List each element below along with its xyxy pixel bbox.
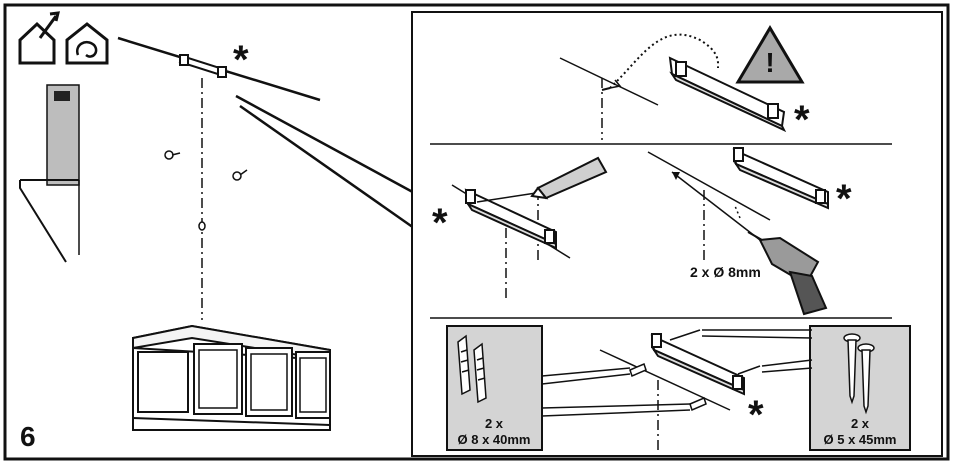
- asterisk-panel-4: *: [748, 393, 764, 437]
- recirculation-house-icon: [65, 22, 109, 65]
- bracket-mark: [464, 188, 557, 250]
- wall-plug-icon: [457, 334, 487, 404]
- wall-hole: [198, 221, 206, 231]
- section-mark-point: [559, 33, 787, 140]
- section-fixing: [541, 329, 813, 450]
- asterisk-left: *: [233, 38, 249, 82]
- asterisk-panel-3: *: [836, 177, 852, 221]
- step-number: 6: [20, 421, 36, 452]
- ducted-house-icon: [18, 11, 60, 65]
- warning-triangle-icon: [735, 25, 805, 84]
- zoom-line-bottom: [239, 104, 415, 230]
- wall-screw-left: [164, 150, 181, 160]
- drill-label: 2 x Ø 8mm: [690, 264, 761, 280]
- wall-cabinets: [132, 324, 331, 431]
- bracket-large: [668, 56, 787, 133]
- wall-screw-right: [232, 169, 248, 181]
- chimney-hood: [19, 84, 80, 263]
- screws-qty: 2 x: [851, 416, 870, 431]
- asterisk-panel-2: *: [432, 201, 448, 245]
- drill-icon: [747, 231, 828, 316]
- plugs-size: Ø 8 x 40mm: [458, 432, 531, 447]
- bracket-fixed: [650, 333, 745, 396]
- warning-symbol: !: [765, 47, 774, 78]
- zoom-line-top: [235, 94, 421, 198]
- section-drill: [647, 147, 829, 316]
- section-pencil: [451, 156, 608, 300]
- plugs-qty: 2 x: [485, 416, 504, 431]
- screw-icon: [843, 333, 875, 415]
- pencil-icon: [530, 156, 608, 200]
- asterisk-panel-1: *: [794, 98, 810, 142]
- screws-size: Ø 5 x 45mm: [824, 432, 897, 447]
- bracket-drill: [732, 147, 829, 210]
- small-bracket: [178, 54, 228, 78]
